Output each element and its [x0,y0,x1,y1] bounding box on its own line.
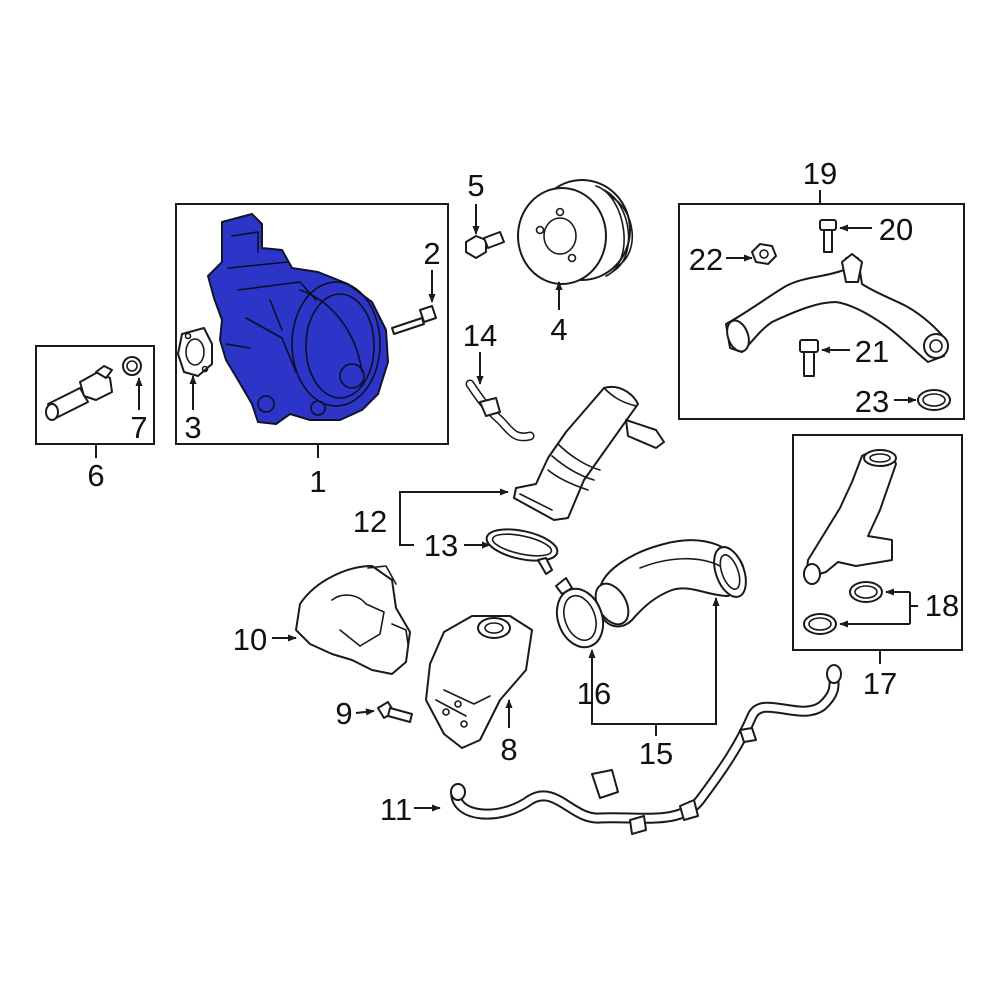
callout-labels: 1 2 3 4 5 6 7 8 9 10 11 12 13 14 15 16 1… [87,156,959,827]
callout-7: 7 [130,410,147,445]
callout-1: 1 [309,464,326,499]
temperature-sensor[interactable] [45,365,113,421]
callout-8: 8 [500,732,517,767]
pump-pulley[interactable] [517,179,633,285]
callout-2: 2 [423,236,440,271]
group-box-coolant-pipe [678,203,965,420]
callout-10: 10 [233,622,267,657]
pulley-bolt[interactable] [465,231,505,259]
leader-lines [95,190,918,812]
pipe-bolt-lower[interactable] [799,339,819,377]
callout-9: 9 [335,696,352,731]
hose-clamp-upper[interactable] [484,524,560,575]
pump-gasket[interactable] [177,327,213,377]
pipe-nut[interactable] [751,243,777,265]
water-pump[interactable] [207,213,389,425]
pump-cover[interactable] [295,565,411,675]
sensor-seal[interactable] [122,356,142,376]
water-pump-body[interactable] [207,213,389,425]
outlet-pipe[interactable] [803,449,897,585]
callout-20: 20 [879,212,913,247]
callout-21: 21 [855,334,889,369]
group-box-outlet-pipe [792,434,963,651]
thermostat-housing[interactable] [513,386,665,521]
housing-bolt[interactable] [377,701,413,723]
group-box-water-pump [175,203,449,445]
callout-12: 12 [353,504,387,539]
callout-23: 23 [855,384,889,419]
callout-16: 16 [577,676,611,711]
callout-19: 19 [803,156,837,191]
callout-18: 18 [925,588,959,623]
coolant-pipe[interactable] [723,253,949,363]
bypass-hose[interactable] [465,379,535,442]
callout-17: 17 [863,666,897,701]
callout-4: 4 [550,312,567,347]
callout-13: 13 [424,528,458,563]
callout-22: 22 [689,242,723,277]
heater-tube[interactable] [450,664,842,835]
callout-15: 15 [639,736,673,771]
callout-14: 14 [463,318,497,353]
pipe-seal[interactable] [917,389,951,411]
pipe-bolt-upper[interactable] [819,219,837,253]
radiator-hose[interactable] [589,539,752,630]
callout-6: 6 [87,458,104,493]
hose-clamp-lower[interactable] [549,577,611,654]
callout-3: 3 [184,410,201,445]
pump-bolt[interactable] [391,305,437,335]
outlet-seal-upper[interactable] [849,581,883,603]
callout-5: 5 [467,168,484,203]
coolant-housing[interactable] [425,615,533,749]
callout-11: 11 [380,792,412,827]
outlet-seal-lower[interactable] [803,613,837,635]
